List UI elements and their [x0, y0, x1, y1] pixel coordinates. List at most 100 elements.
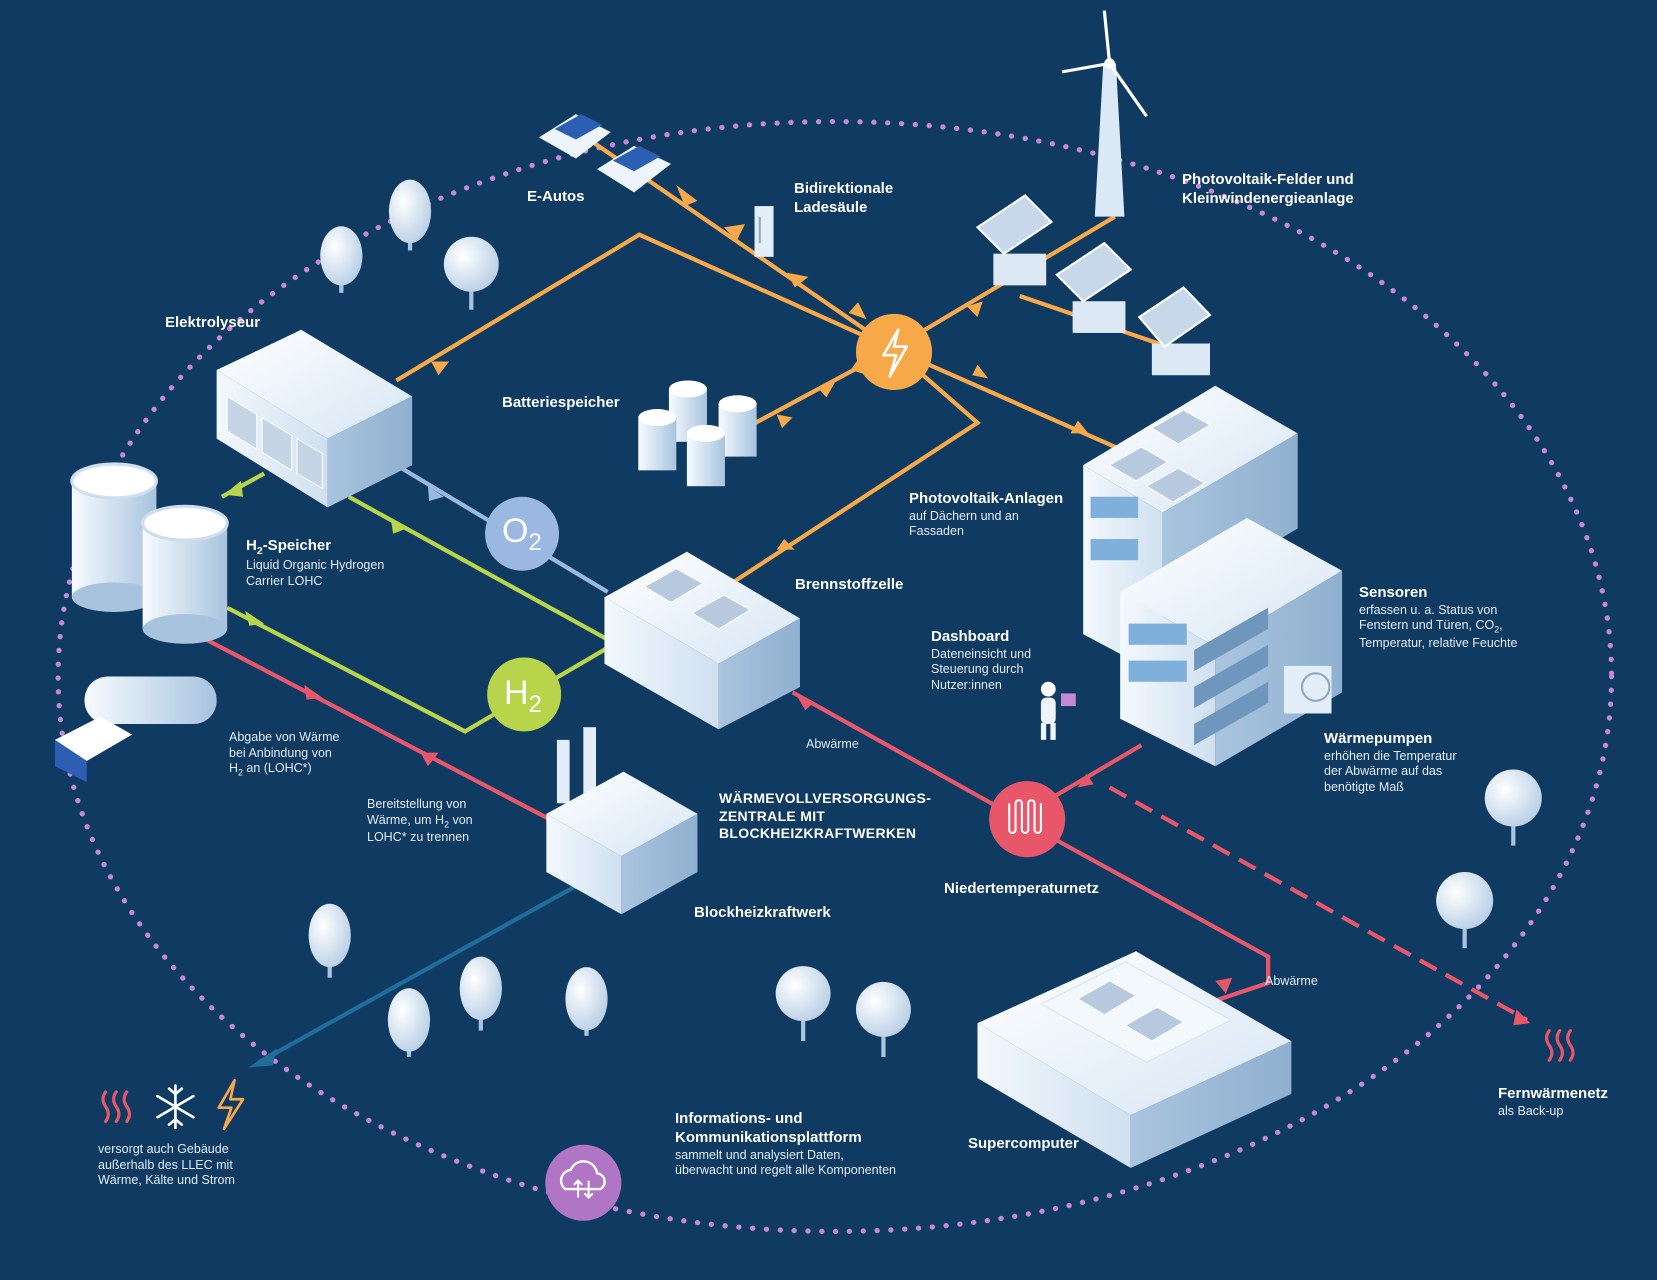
electrolyzer-building — [216, 329, 413, 508]
h2-suffix: -Speicher — [262, 537, 332, 554]
heat-hub-badge — [989, 781, 1066, 858]
label-supercomputer: Supercomputer — [968, 1135, 1079, 1154]
pv-anlagen-desc-2: Fassaden — [909, 524, 964, 539]
bereitstellung-desc-3: LOHC* zu trennen — [367, 830, 470, 845]
label-ladesaeule: Bidirektionale Ladesäule — [794, 180, 893, 218]
tree — [320, 226, 363, 293]
abgabe-desc-3-sub: 2 — [238, 767, 243, 778]
label-e-autos: E-Autos — [527, 188, 585, 207]
heat-network — [205, 637, 1529, 1022]
heat-arrows — [304, 684, 1531, 1026]
hydrogen-badge-label: H2 — [504, 672, 542, 720]
label-zentrale: WÄRMEVOLLVERSORGUNGS- ZENTRALE MIT BLOCK… — [719, 790, 931, 843]
dashboard-user-figure — [1040, 681, 1076, 740]
label-fernwaermenetz: Fernwärmenetz als Back-up — [1498, 1085, 1608, 1119]
legend-desc-2: außerhalb des LLEC mit — [98, 1157, 233, 1172]
wind-turbine — [1061, 10, 1148, 217]
h2-speicher-desc-1: Liquid Organic Hydrogen — [246, 558, 385, 573]
ladesaeule-title-2: Ladesäule — [794, 198, 868, 216]
sensoren-desc-2: Fenstern und Türen, CO2, — [1359, 618, 1517, 635]
tanker-truck — [54, 676, 217, 783]
label-elektrolyseur: Elektrolyseur — [165, 314, 260, 333]
supercomputer-building — [977, 951, 1292, 1168]
snowflake-icon — [156, 1084, 195, 1130]
tree — [388, 179, 432, 251]
zentrale-line-3: BLOCKHEIZKRAFTWERKEN — [719, 825, 917, 841]
ikp-desc-1: sammelt und analysiert Daten, — [675, 1147, 844, 1162]
abwaerme-2-text: Abwärme — [1265, 974, 1318, 988]
data-export-line — [257, 875, 593, 1065]
charging-station — [754, 206, 774, 257]
label-abwaerme-1: Abwärme — [806, 737, 859, 753]
solar-panel-stand — [1055, 241, 1133, 333]
car — [597, 145, 672, 193]
tree — [1436, 872, 1494, 949]
sensoren-title: Sensoren — [1359, 584, 1428, 601]
oxygen-badge-label: O2 — [502, 510, 542, 558]
cloud-platform-badge — [545, 1144, 622, 1221]
zentrale-line-2: ZENTRALE MIT — [719, 807, 826, 824]
ikp-title-1: Informations- und — [675, 1110, 803, 1127]
cogeneration-plant — [546, 727, 698, 915]
label-abwaerme-2: Abwärme — [1265, 974, 1318, 990]
waermepumpen-desc-1: erhöhen die Temperatur — [1324, 748, 1457, 763]
trees — [308, 179, 1542, 1057]
legend-desc-1: versorgt auch Gebäude — [98, 1142, 229, 1156]
dashboard-title: Dashboard — [931, 628, 1010, 645]
electricity-arrows — [431, 184, 1089, 550]
sensoren-desc-2-pre: Fenstern und Türen, CO — [1359, 618, 1495, 633]
solar-field — [975, 194, 1212, 376]
pv-anlagen-desc-1: auf Dächern und an — [909, 508, 1019, 523]
waermepumpen-desc-2: der Abwärme auf das — [1324, 764, 1443, 779]
tree — [565, 967, 608, 1036]
tree — [459, 956, 502, 1031]
abgabe-desc-3-post: an (LOHC*) — [242, 761, 312, 776]
h2-sub: 2 — [256, 545, 263, 557]
solar-panel-stand — [975, 194, 1054, 286]
h2-main: H — [504, 674, 529, 712]
bereitstellung-desc-1: Bereitstellung von — [367, 797, 467, 811]
bereitstellung-desc-2-pre: Wärme, um H — [367, 812, 445, 827]
dashboard-desc-3: Nutzer:innen — [931, 678, 1002, 692]
dashboard-desc-1: Dateneinsicht und — [931, 646, 1032, 661]
tree — [387, 988, 431, 1057]
elektrolyseur-title: Elektrolyseur — [165, 314, 261, 331]
supercomputer-title: Supercomputer — [968, 1135, 1079, 1152]
battery-storage — [638, 380, 757, 487]
abwaerme-1-text: Abwärme — [806, 737, 859, 751]
abgabe-desc-3: H2 an (LOHC*) — [229, 761, 339, 778]
heat-icon — [1544, 1028, 1575, 1062]
zentrale-line-1: WÄRMEVOLLVERSORGUNGS- — [719, 790, 932, 806]
fuel-cell-building — [604, 551, 800, 730]
pv-felder-title-1: Photovoltaik-Felder und — [1182, 171, 1354, 188]
label-pv-felder: Photovoltaik-Felder und Kleinwindenergie… — [1182, 171, 1354, 209]
pv-anlagen-title: Photovoltaik-Anlagen — [909, 490, 1064, 507]
fernwaermenetz-title: Fernwärmenetz — [1498, 1085, 1609, 1102]
legend-desc-3: Wärme, Kälte und Strom — [98, 1173, 235, 1188]
solar-panel-stand — [1137, 286, 1212, 376]
label-abgabe-waerme: Abgabe von Wärme bei Anbindung von H2 an… — [229, 730, 339, 779]
label-niedertemperaturnetz: Niedertemperaturnetz — [944, 880, 1099, 899]
hydrogen-arrows — [224, 480, 407, 626]
sensoren-desc-1: erfassen u. a. Status von — [1359, 602, 1498, 617]
legend-heat-icon — [101, 1090, 132, 1124]
tree — [443, 236, 499, 310]
hydrogen-badge — [487, 657, 562, 732]
electric-cars — [538, 114, 672, 193]
pv-felder-title-2: Kleinwindenergieanlage — [1182, 189, 1354, 207]
h2-speicher-desc-2: Carrier LOHC — [246, 573, 323, 588]
label-waermepumpen: Wärmepumpen erhöhen die Temperatur der A… — [1324, 730, 1457, 796]
label-blockheizkraftwerk: Blockheizkraftwerk — [694, 904, 831, 923]
oxygen-badge — [485, 496, 560, 571]
waermepumpen-desc-3: benötigte Maß — [1324, 780, 1404, 794]
hydrogen-tanks — [70, 462, 229, 644]
batteriespeicher-title: Batteriespeicher — [502, 394, 620, 411]
lightning-icon — [217, 1078, 245, 1131]
label-h2-speicher: H2-Speicher Liquid Organic Hydrogen Carr… — [246, 537, 384, 589]
label-batteriespeicher: Batteriespeicher — [502, 394, 620, 413]
office-building — [1083, 385, 1343, 767]
label-brennstoffzelle: Brennstoffzelle — [795, 576, 903, 595]
abgabe-desc-2: bei Anbindung von — [229, 745, 332, 760]
